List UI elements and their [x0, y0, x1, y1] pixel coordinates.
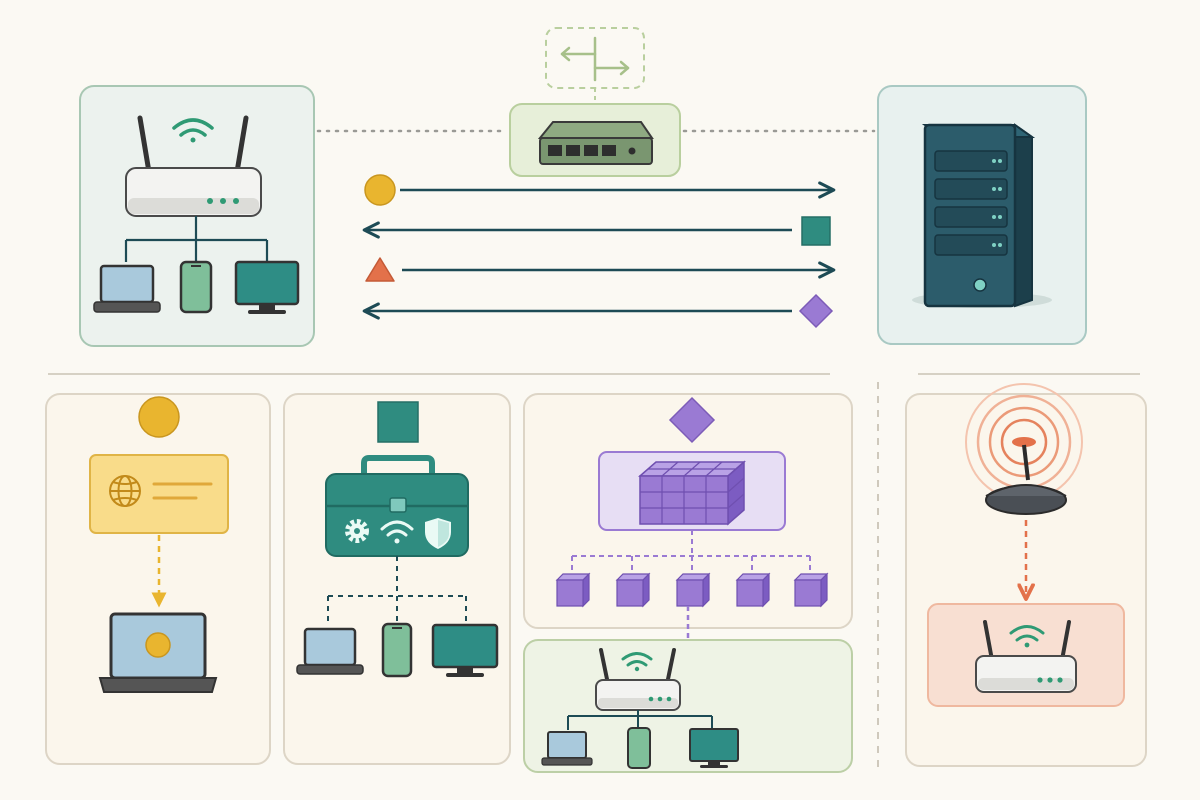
smartphone-icon: [179, 260, 213, 314]
split-arrows-icon: [560, 36, 630, 82]
broadcast-antenna-icon: [965, 383, 1083, 515]
router-connections: [567, 710, 713, 730]
teal-square-marker: [377, 401, 419, 443]
laptop-icon: [541, 731, 593, 766]
purple-diamond-panel: [523, 393, 853, 656]
broadcast-panel: [905, 383, 1147, 767]
yellow-circle-marker: [138, 396, 180, 438]
toolbox-connections: [327, 556, 467, 626]
wifi-icon: [380, 520, 414, 544]
smartphone-icon: [381, 622, 413, 678]
smartphone-icon: [627, 727, 651, 769]
small-cube-icon: [735, 572, 771, 608]
split-direction-box: [545, 27, 645, 104]
router-connections: [124, 216, 269, 262]
network-switch-panel: [509, 103, 681, 177]
server-panel: [877, 85, 1087, 345]
monitor-icon: [689, 728, 739, 768]
flow-orange-triangle: [365, 257, 836, 282]
home-network-panel: [79, 85, 315, 347]
destination-network-panel: [523, 639, 853, 773]
flow-yellow-circle: [364, 174, 836, 206]
small-cube-icon: [615, 572, 651, 608]
server-tower-icon: [912, 123, 1052, 308]
wifi-router-icon: [975, 620, 1077, 693]
flow-purple-diamond: [362, 293, 834, 329]
yellow-circle-panel: [45, 393, 271, 765]
cube-block-icon: [638, 460, 746, 526]
laptop-icon: [98, 612, 218, 693]
wifi-router-icon: [125, 115, 262, 217]
teal-square-panel: [283, 393, 511, 765]
small-cube-icon: [793, 572, 829, 608]
shield-icon: [425, 518, 451, 549]
globe-icon: [109, 475, 141, 507]
gear-icon: [345, 519, 369, 543]
small-cube-row: [555, 572, 829, 608]
monitor-icon: [234, 260, 300, 314]
small-cube-icon: [555, 572, 591, 608]
monitor-icon: [431, 623, 499, 677]
flow-arrows: [362, 174, 836, 329]
toolbox-icon: [325, 455, 469, 557]
laptop-icon: [93, 264, 161, 313]
network-switch-icon: [537, 121, 654, 165]
flow-teal-square: [362, 216, 831, 246]
purple-diamond-marker: [668, 396, 716, 444]
yellow-id-card: [89, 454, 229, 534]
laptop-icon: [296, 627, 364, 675]
section-dividers: [48, 373, 1140, 770]
small-cube-icon: [675, 572, 711, 608]
wifi-router-icon: [595, 648, 681, 711]
